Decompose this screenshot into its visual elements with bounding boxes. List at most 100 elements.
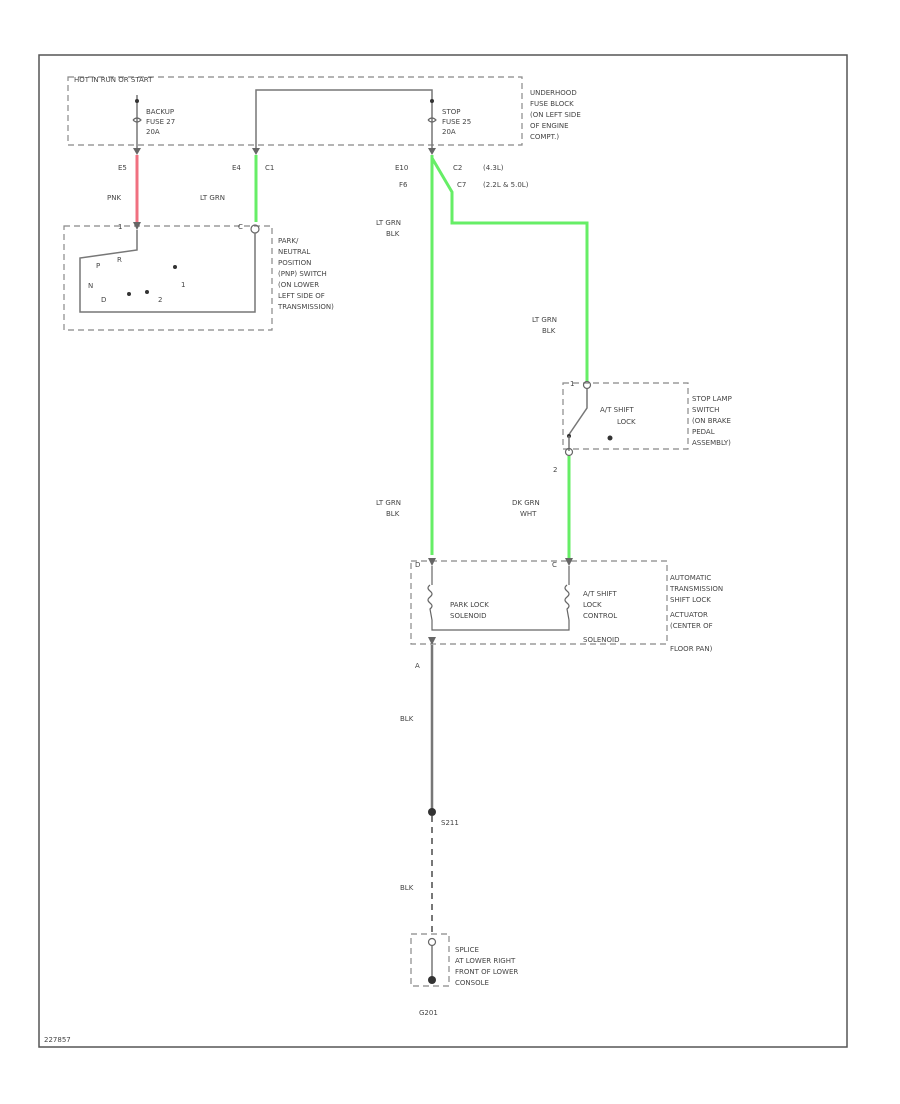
lt-grn-wire-label: LT GRN bbox=[200, 194, 225, 202]
stop-fuse-label-3: 20A bbox=[442, 128, 456, 136]
pnp-top-pin-label: 1 bbox=[118, 223, 122, 231]
pnp-position-r: R bbox=[117, 256, 122, 264]
lt-grn-blk-wire-branch bbox=[430, 157, 589, 382]
shift-lock-control-label-3: CONTROL bbox=[583, 612, 617, 620]
shift-lock-actuator-dot bbox=[607, 435, 613, 441]
pnp-contact bbox=[127, 292, 131, 296]
splice-label-4: CONSOLE bbox=[455, 979, 489, 987]
underhood-fuse-label-line2: FUSE BLOCK bbox=[530, 100, 574, 108]
actuator-label-3: SHIFT LOCK bbox=[670, 596, 711, 604]
pnp-contact-3 bbox=[173, 265, 177, 269]
stop-lamp-label-5: ASSEMBLY) bbox=[692, 439, 731, 447]
stop-pin-label-e10: E10 bbox=[395, 164, 408, 172]
lt-grn-blk-label-bottom-2: BLK bbox=[386, 510, 400, 518]
pnp-pin-arrow bbox=[252, 148, 260, 155]
backup-pin-arrow bbox=[133, 148, 141, 155]
splice-label-3: FRONT OF LOWER bbox=[455, 968, 518, 976]
stop-fuse-icon bbox=[427, 117, 437, 123]
lt-grn-blk-label-top-2: BLK bbox=[386, 230, 400, 238]
underhood-fuse-label-line1: UNDERHOOD bbox=[530, 89, 577, 97]
pnp-label-2: NEUTRAL bbox=[278, 248, 310, 256]
pnp-position-2: 2 bbox=[158, 296, 162, 304]
ground-point bbox=[428, 976, 436, 984]
ground-g201-label: G201 bbox=[419, 1009, 438, 1017]
park-lock-solenoid-coil bbox=[427, 566, 570, 631]
shift-lock-top-connector bbox=[582, 380, 592, 390]
dk-grn-wht-label-1: DK GRN bbox=[512, 499, 540, 507]
stop-fuse-node bbox=[430, 99, 434, 103]
pnp-top-pin bbox=[133, 222, 141, 230]
engine-option-43: (4.3L) bbox=[483, 164, 504, 172]
splice-label-1: SPLICE bbox=[455, 946, 479, 954]
pnp-label-3: POSITION bbox=[278, 259, 311, 267]
park-lock-solenoid-label-2: SOLENOID bbox=[450, 612, 486, 620]
pnp-position-d: D bbox=[101, 296, 106, 304]
blk-label-lower: BLK bbox=[400, 884, 414, 892]
stop-alt-pin-c7: C7 bbox=[457, 181, 466, 189]
pnp-label-4: (PNP) SWITCH bbox=[278, 270, 327, 278]
pnp-position-1: 1 bbox=[181, 281, 185, 289]
shift-lock-bottom-connector bbox=[564, 447, 574, 457]
pnp-switch-box bbox=[63, 225, 273, 331]
pnp-contact-2 bbox=[145, 290, 149, 294]
underhood-fuse-label-line3: (ON LEFT SIDE bbox=[530, 111, 581, 119]
pnp-pin-label-e4: E4 bbox=[232, 164, 241, 172]
shift-lock-switch-label-2: LOCK bbox=[617, 418, 636, 426]
actuator-pin-d-label: D bbox=[415, 561, 420, 569]
dk-grn-wht-label-2: WHT bbox=[520, 510, 537, 518]
backup-pin-label: E5 bbox=[118, 164, 127, 172]
shift-lock-bottom-pin: 2 bbox=[553, 466, 557, 474]
stop-lamp-label-2: SWITCH bbox=[692, 406, 719, 414]
actuator-pin-d bbox=[428, 558, 436, 566]
actuator-pin-a bbox=[428, 637, 436, 645]
actuator-label-1: AUTOMATIC bbox=[670, 574, 711, 582]
pnp-label-7: TRANSMISSION) bbox=[277, 303, 334, 311]
stop-alt-pin-c2: C2 bbox=[453, 164, 462, 172]
pnp-label-6: LEFT SIDE OF bbox=[278, 292, 325, 300]
stop-pin-arrow bbox=[428, 148, 436, 155]
pink-wire-label: PNK bbox=[107, 194, 121, 202]
pnp-position-p: P bbox=[96, 262, 100, 270]
actuator-label-6: FLOOR PAN) bbox=[670, 645, 713, 653]
actuator-pin-c bbox=[565, 558, 573, 566]
actuator-label-5: (CENTER OF bbox=[670, 622, 713, 630]
stop-lamp-label-4: PEDAL bbox=[692, 428, 715, 436]
fuse-block-box bbox=[67, 76, 523, 146]
backup-fuse-icon bbox=[132, 117, 142, 123]
splice-s211-label: S211 bbox=[441, 819, 459, 827]
backup-fuse-label-1: BACKUP bbox=[146, 108, 174, 116]
pnp-internal-wire bbox=[79, 230, 256, 313]
splice-label-2: AT LOWER RIGHT bbox=[455, 957, 516, 965]
stop-pin-label-f6: F6 bbox=[399, 181, 408, 189]
splice-s211 bbox=[428, 808, 436, 816]
shift-lock-control-coil bbox=[564, 566, 570, 621]
underhood-fuse-label-line4: OF ENGINE bbox=[530, 122, 569, 130]
backup-fuse-label-2: FUSE 27 bbox=[146, 118, 175, 126]
lt-grn-blk-label-bottom-1: LT GRN bbox=[376, 499, 401, 507]
stop-fuse-label-2: FUSE 25 bbox=[442, 118, 471, 126]
pnp-position-n: N bbox=[88, 282, 93, 290]
diagram-frame bbox=[38, 54, 848, 1048]
stop-lamp-switch-box bbox=[562, 382, 689, 450]
hot-in-run-start-label: HOT IN RUN OR START bbox=[74, 76, 153, 84]
lt-grn-blk-label-branch-1: LT GRN bbox=[532, 316, 557, 324]
shift-lock-switch-label-1: A/T SHIFT bbox=[600, 406, 634, 414]
actuator-label-2: TRANSMISSION bbox=[669, 585, 723, 593]
park-lock-solenoid-label-1: PARK LOCK bbox=[450, 601, 489, 609]
shift-lock-top-pin: 1 bbox=[570, 380, 574, 388]
actuator-label-4: ACTUATOR bbox=[670, 611, 708, 619]
figure-id: 227857 bbox=[44, 1036, 71, 1044]
splice-connector bbox=[427, 937, 437, 947]
shift-lock-control-label-1: A/T SHIFT bbox=[583, 590, 617, 598]
underhood-fuse-label-line5: COMPT.) bbox=[530, 133, 559, 141]
lt-grn-blk-label-branch-2: BLK bbox=[542, 327, 556, 335]
stop-lamp-label-1: STOP LAMP bbox=[692, 395, 732, 403]
lt-grn-blk-label-top-1: LT GRN bbox=[376, 219, 401, 227]
splice-box bbox=[410, 933, 450, 987]
actuator-pin-c-label: C bbox=[552, 561, 557, 569]
stop-fuse-bus bbox=[255, 89, 433, 148]
pnp-right-pin-label: C bbox=[238, 223, 243, 231]
shift-lock-control-label-2: LOCK bbox=[583, 601, 602, 609]
